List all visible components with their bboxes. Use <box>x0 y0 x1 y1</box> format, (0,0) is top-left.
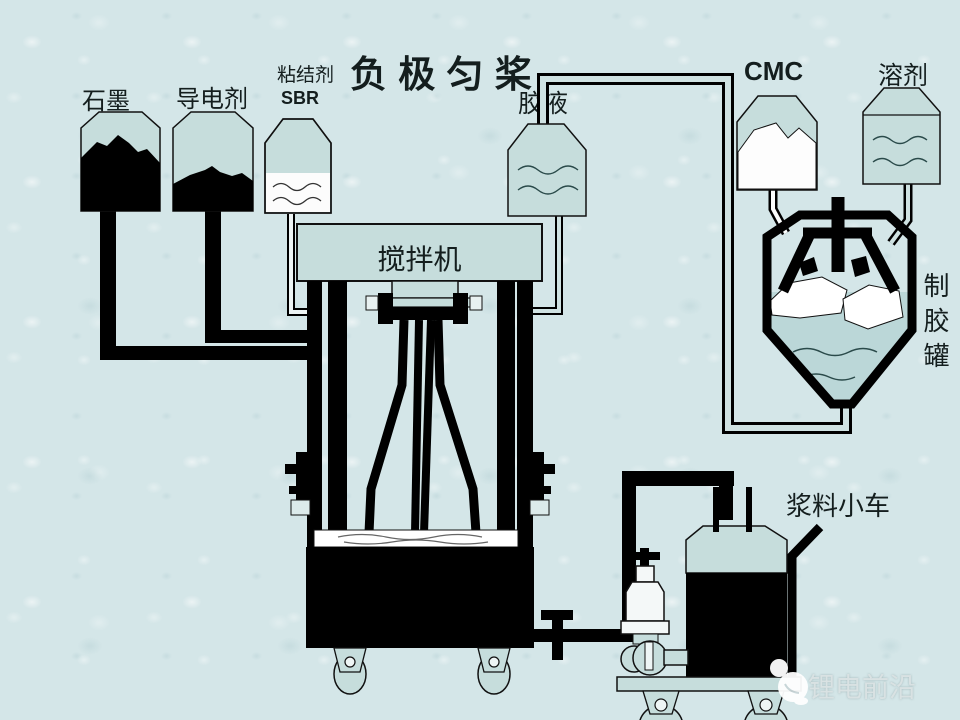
cart-caster-left <box>639 690 683 720</box>
cart-caster-right <box>744 690 788 720</box>
solvent-label: 溶剂 <box>878 63 929 90</box>
solvent-feed-tube <box>887 184 913 246</box>
graphite-hopper <box>80 111 161 212</box>
left-port-fitting <box>285 452 313 516</box>
sbr-tube <box>287 214 314 316</box>
glue-to-mixer-tube <box>531 214 563 315</box>
cart-lid-prong-left <box>713 487 719 532</box>
binder-type-label: SBR <box>281 88 320 108</box>
stirrer-shafts <box>364 319 481 534</box>
mixer-caster-left <box>333 647 367 695</box>
sbr-hopper <box>264 118 332 214</box>
cart-lid-prong-right <box>746 487 752 532</box>
solvent-tank <box>862 87 941 185</box>
cart-platform <box>616 676 802 692</box>
glue-tank-shell <box>762 210 917 409</box>
mixer-caster-right <box>477 647 511 695</box>
mixer-tank-foam-band <box>313 529 519 548</box>
watermark-text: 锂电前沿 <box>808 673 916 703</box>
slurry-cart-label: 浆料小车 <box>786 492 891 521</box>
feed-pipes <box>100 211 321 360</box>
mixer-left-column <box>328 281 347 536</box>
discharge-valve-stem <box>552 610 563 660</box>
graphite-pipe-vertical <box>100 211 116 360</box>
glue-tank-stirrer <box>778 197 900 294</box>
cmc-powder <box>737 122 817 190</box>
glue-hopper <box>507 123 587 217</box>
glue-tank <box>762 197 917 409</box>
cart-pump <box>620 548 689 676</box>
graphite-pipe-horizontal <box>100 346 321 360</box>
watermark-logo-icon <box>770 659 808 705</box>
mixer-motor <box>391 280 459 299</box>
right-port-fitting <box>527 452 555 516</box>
mixer-right-column <box>497 281 515 536</box>
mixer <box>285 223 555 695</box>
binder-label: 粘结剂 <box>277 65 335 86</box>
glue-fill-pipe <box>537 73 852 434</box>
mixer-tank-body <box>306 547 534 648</box>
conductive-pipe-horizontal <box>205 330 321 343</box>
graphite-powder <box>81 135 160 211</box>
cmc-label: CMC <box>744 56 804 86</box>
conductive-powder <box>173 166 253 211</box>
cmc-hopper <box>736 95 818 191</box>
glue-foam-right <box>842 284 904 330</box>
conductive-hopper <box>172 111 254 212</box>
sbr-liquid <box>266 173 330 212</box>
conductive-pipe-vertical <box>205 211 221 343</box>
cart-tank-dome <box>685 525 788 574</box>
cart-handle <box>787 523 824 677</box>
page-title: 负 极 匀 桨 <box>350 55 533 96</box>
graphite-label: 石墨 <box>82 89 130 115</box>
glue-tank-label: 制胶罐 <box>920 272 949 377</box>
conductive-agent-label: 导电剂 <box>176 87 248 113</box>
mixer-label: 搅拌机 <box>377 245 462 276</box>
cart-tank-body <box>686 573 787 677</box>
mixer-head-box <box>296 223 543 282</box>
